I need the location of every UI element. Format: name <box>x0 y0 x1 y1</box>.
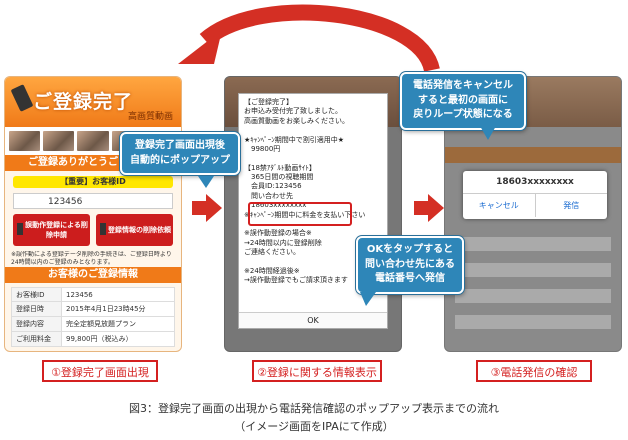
dialog-line: 問い合わせ先 <box>244 191 293 200</box>
callout-ok-dial: OKをタップすると 問い合わせ先にある 電話番号へ発信 <box>356 236 464 294</box>
dialog-line: ご連絡ください。 <box>244 248 300 256</box>
dialog-line: 【18禁ｱﾀﾞﾙﾄ動画ｻｲﾄ】 <box>244 163 316 172</box>
info-delete-button[interactable]: 登録情報の削除依頼 <box>96 214 173 246</box>
dialog-line: 18603xxxxxxxx <box>244 201 307 210</box>
table-row: 登録日時 2015年4月1日23時45分 <box>11 302 175 317</box>
callout-text: OKをタップすると 問い合わせ先にある 電話番号へ発信 <box>365 244 455 284</box>
table-row: お客様ID 123456 <box>11 287 175 302</box>
dialog-line: ※24時間経過後※ <box>244 266 300 275</box>
dimmed-row <box>455 263 611 277</box>
step1-subtitle: 高画質動画 <box>127 112 173 122</box>
dialog-line: 高画質動画をお楽しみください。 <box>244 116 349 125</box>
table-row: ご利用料金 99,800円（税込み） <box>11 332 175 347</box>
thumbnail[interactable] <box>9 131 41 151</box>
row-value: 99,800円（税込み） <box>66 335 133 343</box>
row-value: 123456 <box>66 291 93 299</box>
cancel-button[interactable]: キャンセル <box>463 194 536 217</box>
callout-tail <box>360 292 376 306</box>
dialog-line: 365日間の視聴期間 <box>244 173 314 181</box>
figure-caption: 図3：登録完了画面の出現から電話発信確認のポップアップ表示までの流れ <box>129 402 499 415</box>
figure-caption-note: （イメージ画面をIPAにて作成） <box>234 420 394 433</box>
dialog-line: ★ｷｬﾝﾍﾟｰﾝ期間中で割引適用中★ <box>244 135 345 144</box>
step3-screen: 18603xxxxxxxx キャンセル 発信 <box>444 76 622 352</box>
next-arrow-icon <box>192 194 222 222</box>
step1-title: ご登録完了 <box>33 91 134 113</box>
callout-tail <box>480 126 496 140</box>
dialog-line <box>244 126 382 135</box>
delete-request-button[interactable]: 誤動作登録による削除申請 <box>13 214 90 246</box>
notice-text: ※誤作動による登録データ削除の手続きは、ご登録日時より24時間以内のご登録のみと… <box>11 251 172 266</box>
contact-highlight-box <box>248 202 352 226</box>
callout-text: 電話発信をキャンセル すると最初の画面に 戻りループ状態になる <box>413 80 513 120</box>
member-id-label: 【重要】お客様ID <box>13 176 173 188</box>
dialog-line: ※誤作動登録の場合※ <box>244 229 312 238</box>
thumbnail[interactable] <box>77 131 109 151</box>
dialog-line <box>244 154 382 163</box>
row-key: 登録内容 <box>12 317 62 331</box>
ok-button[interactable]: OK <box>239 312 387 328</box>
step2-label: ②登録に関する情報表示 <box>252 360 382 382</box>
dialog-line: →誤作動登録でもご請求頂きます <box>244 276 348 285</box>
dialog-line: 99800円 <box>244 144 281 153</box>
mobile-phone-icon <box>10 84 34 112</box>
row-key: 登録日時 <box>12 302 62 316</box>
step3-label: ③電話発信の確認 <box>476 360 592 382</box>
info-dialog: 【ご登録完了】 お申込み受付完了致しました。 高画質動画をお楽しみください。 ★… <box>238 93 388 329</box>
dialog-line: ※ｷｬﾝﾍﾟｰﾝ期間中に料金を支払い下さい <box>244 210 366 219</box>
callout-loop: 電話発信をキャンセル すると最初の画面に 戻りループ状態になる <box>400 72 526 130</box>
info-bar: お客様のご登録情報 <box>5 267 181 283</box>
dialog-line: 【ご登録完了】 <box>244 98 293 106</box>
row-value: 2015年4月1日23時45分 <box>66 305 146 313</box>
thumbnail[interactable] <box>43 131 75 151</box>
call-button[interactable]: 発信 <box>563 201 580 210</box>
member-id-value: 123456 <box>13 193 173 209</box>
row-key: お客様ID <box>12 288 62 301</box>
dimmed-row <box>455 289 611 303</box>
step1-label: ①登録完了画面出現 <box>42 360 158 382</box>
loop-back-arrow <box>178 4 440 73</box>
dimmed-row <box>455 237 611 251</box>
callout-tail <box>198 176 214 188</box>
dialog-line: 会員ID:123456 <box>244 182 302 191</box>
dialog-line: →24時間以内に登録削除 <box>244 238 322 247</box>
table-row: 登録内容完全定額見放題プラン <box>11 317 175 332</box>
step1-screen: ご登録完了 高画質動画 ご登録ありがとうございます 【重要】お客様ID 1234… <box>4 76 182 352</box>
row-key: ご利用料金 <box>12 332 62 346</box>
info-table: お客様ID 123456 登録日時 2015年4月1日23時45分 登録内容完全定額… <box>11 287 175 347</box>
dimmed-row <box>455 315 611 329</box>
step1-header: ご登録完了 高画質動画 <box>5 77 181 127</box>
step2-screen: 【ご登録完了】 お申込み受付完了致しました。 高画質動画をお楽しみください。 ★… <box>224 76 402 352</box>
row-value: 完全定額見放題プラン <box>66 320 136 328</box>
callout-text: 登録完了画面出現後 自動的にポップアップ <box>130 140 230 166</box>
next-arrow-icon <box>414 194 444 222</box>
thanks-bar <box>445 147 621 163</box>
callout-auto-popup: 登録完了画面出現後 自動的にポップアップ <box>120 132 240 175</box>
dialog-line: お申込み受付完了致しました。 <box>244 107 342 116</box>
phone-number: 18603xxxxxxxx <box>496 177 574 187</box>
call-confirm-dialog: 18603xxxxxxxx キャンセル 発信 <box>463 171 607 219</box>
